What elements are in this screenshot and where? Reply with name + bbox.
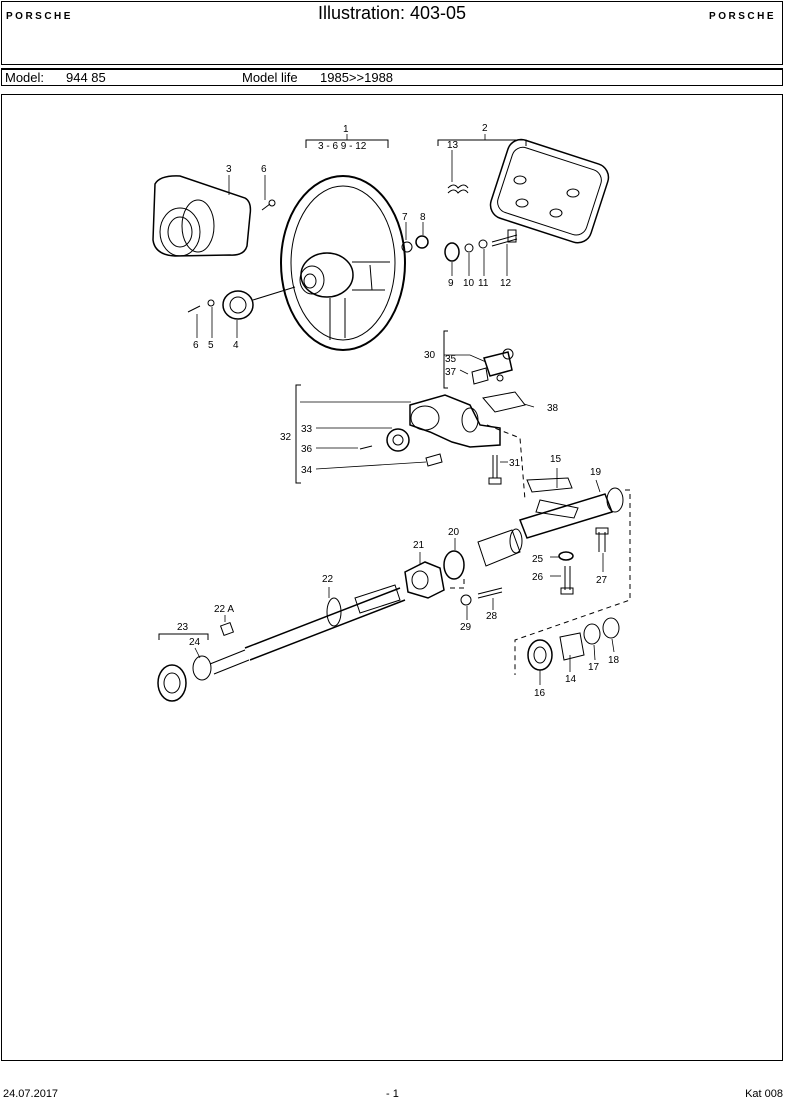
label-7: 7	[402, 212, 408, 223]
label-34: 34	[301, 465, 313, 476]
label-10: 10	[463, 278, 475, 289]
washer-5	[207, 299, 215, 307]
label-29: 29	[460, 622, 472, 633]
label-13: 13	[447, 140, 459, 151]
lower-bushing-drawing	[527, 617, 620, 671]
label-17: 17	[588, 662, 600, 673]
porsche-logo-right: PORSCHE	[709, 11, 776, 22]
label-28: 28	[486, 611, 498, 622]
label-30: 30	[424, 350, 436, 361]
label-20: 20	[448, 527, 460, 538]
label-18: 18	[608, 655, 620, 666]
label-3: 3	[226, 164, 232, 175]
assembly-dashed-lines	[450, 424, 631, 675]
label-24: 24	[189, 637, 201, 648]
ignition-lock-drawing	[471, 348, 514, 385]
label-8: 8	[420, 212, 426, 223]
label-37: 37	[445, 367, 457, 378]
screw-6-top	[261, 203, 271, 211]
label-31: 31	[509, 458, 521, 469]
column-tube-drawing	[443, 477, 624, 580]
label-4: 4	[233, 340, 239, 351]
label-2: 2	[482, 123, 488, 134]
model-life-label: Model life	[242, 70, 298, 85]
label-6-top: 6	[261, 164, 267, 175]
group-brackets	[158, 139, 527, 640]
model-label: Model:	[5, 70, 45, 85]
model-life-value: 1985>>1988	[320, 70, 394, 85]
horn-pad-drawing	[152, 175, 252, 257]
label-32: 32	[280, 432, 292, 443]
label-35: 35	[445, 354, 457, 365]
label-27: 27	[596, 575, 608, 586]
hub-drawing	[222, 286, 296, 320]
diagram-frame	[1, 94, 783, 1061]
label-21: 21	[413, 540, 425, 551]
porsche-logo-left: PORSCHE	[6, 11, 73, 22]
label-5: 5	[208, 340, 214, 351]
label-1-range: 3 - 6 9 - 12	[318, 141, 367, 152]
screw-6-bottom	[187, 305, 201, 313]
header-box: PORSCHE Illustration: 403-05 PORSCHE	[1, 1, 783, 65]
part-labels: 1 3 - 6 9 - 12 2 3 6 7 8 13 9 10 11 12 6…	[177, 123, 620, 699]
footer-date: 24.07.2017	[3, 1088, 59, 1100]
label-1: 1	[343, 124, 349, 135]
universal-joint-drawing	[157, 649, 250, 702]
footer-catalog: Kat 008	[745, 1088, 783, 1100]
label-9: 9	[448, 278, 454, 289]
label-26: 26	[532, 572, 544, 583]
nut-8	[415, 235, 429, 249]
steering-lock-housing-drawing	[359, 391, 526, 485]
label-6-bottom: 6	[193, 340, 199, 351]
label-11: 11	[478, 278, 489, 289]
label-19: 19	[590, 467, 602, 478]
bearing-housing-drawing	[404, 561, 503, 606]
screw-6-top-head	[268, 199, 276, 207]
label-36: 36	[301, 444, 313, 455]
label-15: 15	[550, 454, 562, 465]
model-value: 944 85	[66, 70, 106, 85]
label-16: 16	[534, 688, 546, 699]
footer-page-number: - 1	[386, 1088, 399, 1100]
label-23: 23	[177, 622, 189, 633]
leader-lines	[194, 134, 615, 685]
label-33: 33	[301, 424, 313, 435]
steering-wheel-drawing	[280, 175, 406, 351]
steering-shaft-drawing	[219, 584, 406, 661]
contact-plate-drawing	[447, 138, 610, 244]
label-22: 22	[322, 574, 334, 585]
label-22a: 22 A	[214, 604, 234, 615]
label-12: 12	[500, 278, 512, 289]
model-info-bar: Model: 944 85 Model life 1985>>1988	[1, 68, 783, 86]
washer-7	[401, 241, 413, 253]
label-25: 25	[532, 554, 544, 565]
label-38: 38	[547, 403, 559, 414]
contact-parts-9-12	[444, 229, 518, 262]
bolts-25-27	[558, 527, 609, 595]
label-14: 14	[565, 674, 577, 685]
page-title: Illustration: 403-05	[317, 3, 467, 23]
